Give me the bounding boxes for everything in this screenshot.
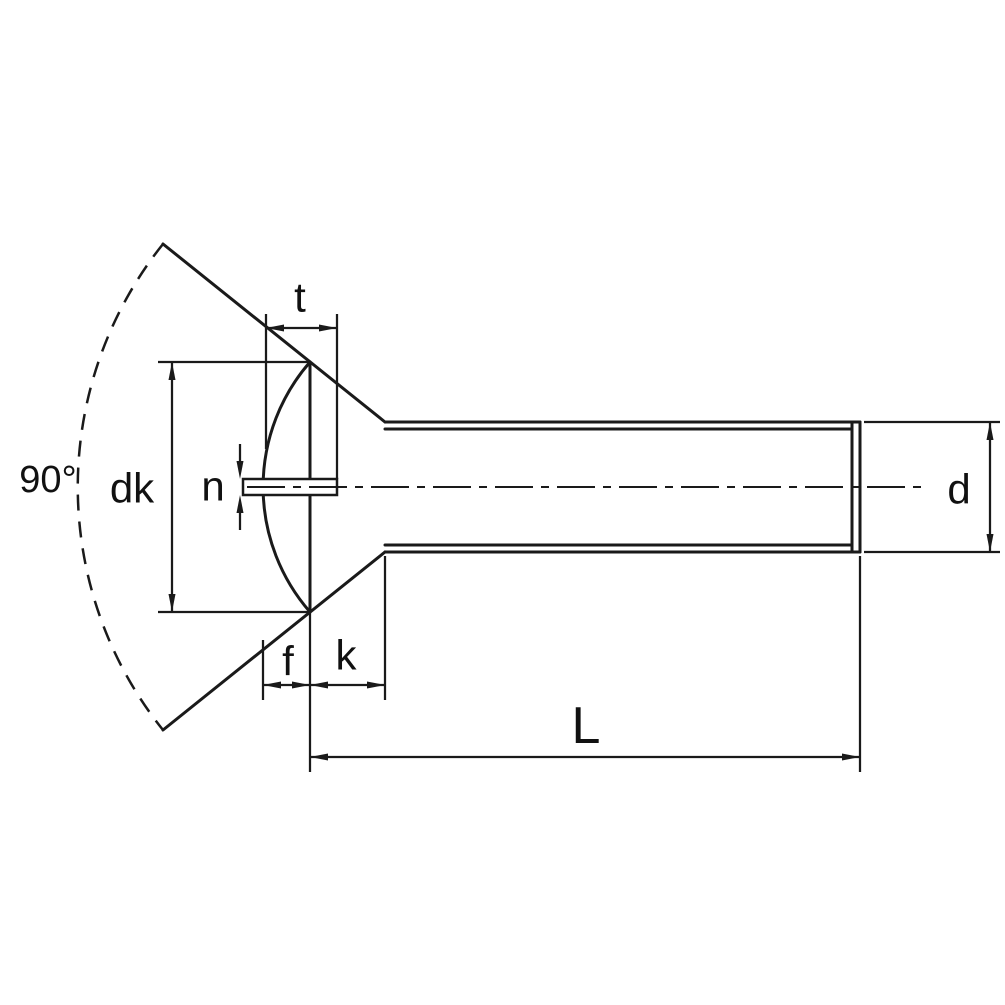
dk-arrow-bottom xyxy=(168,594,176,612)
screw-outline xyxy=(161,242,862,732)
label-t: t xyxy=(294,274,306,321)
k-arrow-left xyxy=(310,681,328,689)
dimension-t: t xyxy=(264,274,339,479)
t-arrow-right xyxy=(319,324,337,332)
dimension-dk: dk xyxy=(110,360,310,614)
t-arrow-left xyxy=(266,324,284,332)
n-arrow-bottom xyxy=(236,495,244,513)
dimension-k: k xyxy=(310,556,387,700)
dimension-n: n xyxy=(201,444,244,530)
d-arrow-top xyxy=(986,422,994,440)
k-arrow-right xyxy=(367,681,385,689)
dimension-f: f xyxy=(261,638,310,700)
cone-flank-top xyxy=(161,242,387,424)
label-f: f xyxy=(282,638,294,685)
label-n: n xyxy=(201,463,224,510)
label-countersink-angle: 90° xyxy=(19,459,76,501)
L-arrow-left xyxy=(310,753,328,761)
cone-flank-bottom xyxy=(161,550,387,732)
head-slot xyxy=(241,477,339,497)
dimension-L: L xyxy=(308,556,862,772)
d-arrow-bottom xyxy=(986,534,994,552)
label-k: k xyxy=(336,632,358,679)
label-d: d xyxy=(947,466,970,513)
f-arrow-right xyxy=(292,681,310,689)
L-arrow-right xyxy=(842,753,860,761)
f-arrow-left xyxy=(263,681,281,689)
dk-arrow-top xyxy=(168,362,176,380)
label-L: L xyxy=(572,697,601,755)
label-dk: dk xyxy=(110,465,155,512)
n-arrow-top xyxy=(236,461,244,479)
dimension-d: d xyxy=(864,420,1000,554)
